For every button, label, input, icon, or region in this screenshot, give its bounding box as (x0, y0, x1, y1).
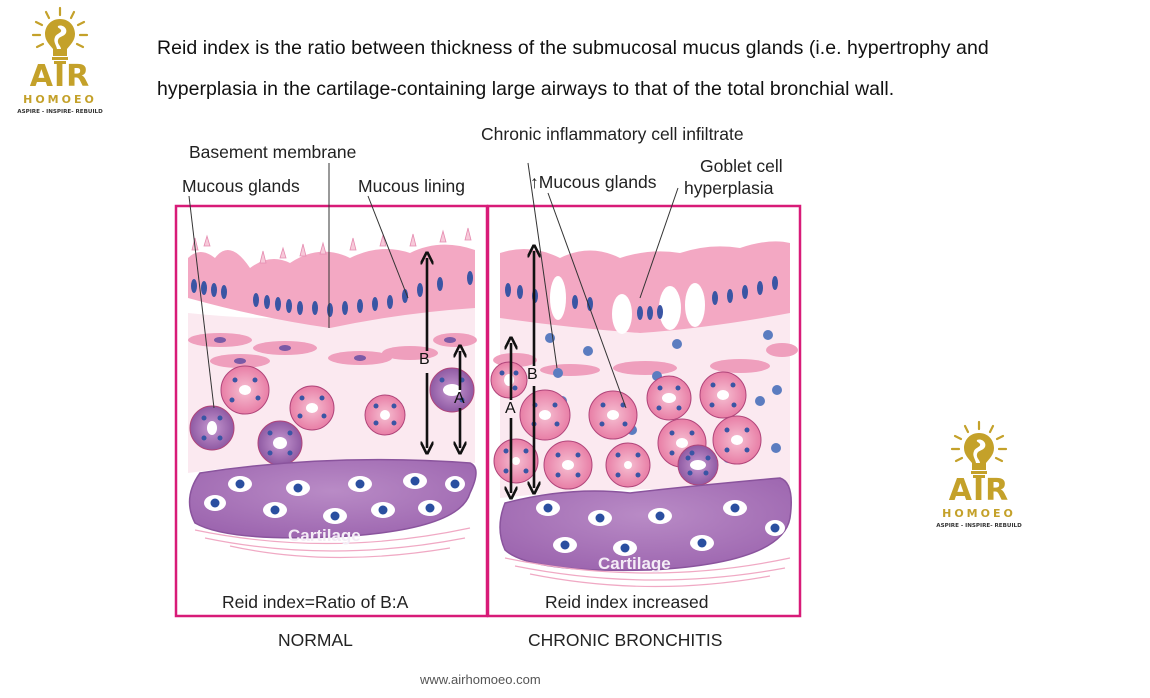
measure-label-a-normal: A (454, 390, 465, 407)
measure-label-a-chronic: A (505, 400, 516, 417)
brand-logo-top: AIR HOMOEO ASPIRE - INSPIRE- REBUILD (8, 6, 112, 116)
caption-chronic: Reid index increased (545, 592, 709, 612)
cartilage-label-chronic: Cartilage (598, 554, 671, 573)
cartilage-label-normal: Cartilage (288, 526, 361, 545)
chronic-tissue (490, 241, 798, 588)
brand-name: AIR (948, 473, 1010, 508)
label-basement-membrane: Basement membrane (189, 142, 357, 162)
label-goblet-cell-line2: hyperplasia (684, 178, 774, 198)
lightbulb-icon (31, 6, 89, 64)
title-chronic-bronchitis: CHRONIC BRONCHITIS (528, 630, 723, 650)
brand-tagline: ASPIRE - INSPIRE- REBUILD (17, 109, 103, 115)
measure-label-b-normal: B (419, 351, 430, 368)
brand-subname: HOMOEO (23, 93, 97, 106)
brand-subname: HOMOEO (942, 507, 1016, 520)
footer-url[interactable]: www.airhomoeo.com (420, 672, 541, 687)
label-leader-lines (188, 162, 679, 409)
label-mucous-lining: Mucous lining (358, 176, 465, 196)
label-mucous-glands-increased: ↑Mucous glands (530, 172, 657, 192)
brand-name: AIR (29, 59, 91, 94)
caption-normal: Reid index=Ratio of B:A (222, 592, 409, 612)
brand-tagline: ASPIRE - INSPIRE- REBUILD (936, 523, 1022, 529)
label-goblet-cell-line1: Goblet cell (700, 156, 783, 176)
lightbulb-icon (950, 420, 1008, 478)
diagram-illustration (174, 162, 802, 618)
brand-logo-side: AIR HOMOEO ASPIRE - INSPIRE- REBUILD (927, 420, 1031, 530)
title-normal: NORMAL (278, 630, 353, 650)
normal-tissue (188, 227, 477, 559)
measure-label-b-chronic: B (527, 366, 538, 383)
label-mucous-glands-normal: Mucous glands (182, 176, 300, 196)
reid-index-diagram: Basement membrane Mucous glands Mucous l… (170, 118, 810, 658)
label-inflammatory-infiltrate: Chronic inflammatory cell infiltrate (481, 124, 744, 144)
intro-text: Reid index is the ratio between thicknes… (157, 37, 989, 100)
measure-arrows (427, 251, 534, 493)
